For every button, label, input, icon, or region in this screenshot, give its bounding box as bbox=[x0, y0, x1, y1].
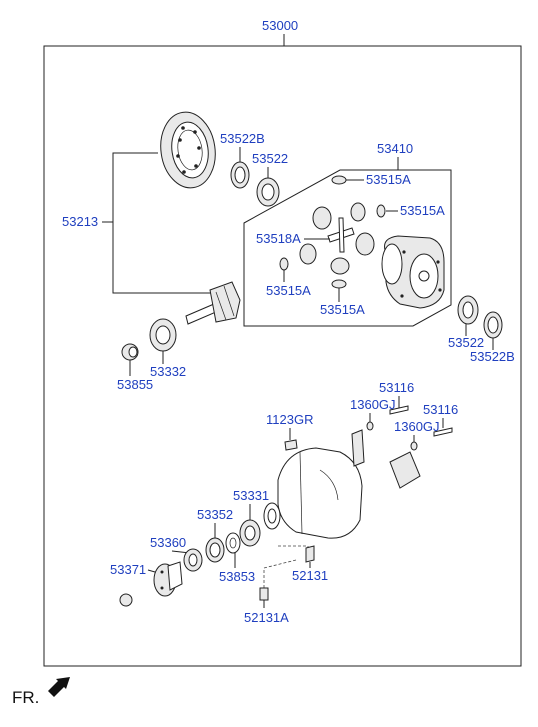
seal-53360 bbox=[183, 548, 203, 572]
washer-53515A-4 bbox=[331, 279, 347, 289]
bearing-53332 bbox=[149, 318, 177, 352]
seal-53331 bbox=[239, 519, 261, 547]
part-label-53116-1[interactable]: 53116 bbox=[379, 380, 414, 395]
part-label-53371[interactable]: 53371 bbox=[110, 562, 146, 577]
part-label-53522-bottom[interactable]: 53522 bbox=[448, 335, 484, 350]
part-label-53515A-2[interactable]: 53515A bbox=[400, 203, 445, 218]
part-label-53518A[interactable]: 53518A bbox=[256, 231, 301, 246]
assembly-frame bbox=[43, 45, 522, 667]
part-label-53522B-top[interactable]: 53522B bbox=[220, 131, 265, 146]
part-label-53515A-1[interactable]: 53515A bbox=[366, 172, 411, 187]
front-arrow-icon bbox=[48, 677, 70, 697]
bracket-53213 bbox=[112, 152, 215, 294]
bearing-cap-left bbox=[351, 429, 365, 467]
dashed-guide-52131A bbox=[263, 559, 297, 588]
drive-pinion bbox=[185, 281, 241, 325]
shim-53522B-top bbox=[230, 161, 250, 189]
part-label-53855[interactable]: 53855 bbox=[117, 377, 153, 392]
bearing-53522-top bbox=[256, 177, 280, 207]
ring-gear bbox=[160, 111, 216, 189]
part-label-53116-2[interactable]: 53116 bbox=[423, 402, 458, 417]
part-label-1123GR[interactable]: 1123GR bbox=[266, 412, 313, 427]
breather-52131 bbox=[305, 545, 315, 563]
part-label-53515A-3[interactable]: 53515A bbox=[266, 283, 311, 298]
spacer-53352 bbox=[205, 537, 225, 563]
washer-1360GJ-1 bbox=[366, 421, 374, 431]
spacer-53855 bbox=[121, 343, 139, 361]
washer-53853 bbox=[225, 532, 241, 554]
front-direction-label: FR. bbox=[12, 688, 39, 707]
bolt-53116-1 bbox=[389, 405, 409, 415]
bearing-53522-bottom bbox=[457, 295, 479, 325]
part-label-53360[interactable]: 53360 bbox=[150, 535, 186, 550]
breather-52131A bbox=[259, 587, 269, 601]
companion-flange-53371 bbox=[153, 561, 183, 597]
washer-53515A-3 bbox=[279, 257, 289, 271]
assembly-number-label[interactable]: 53000 bbox=[262, 18, 298, 33]
carrier-housing bbox=[263, 447, 363, 539]
part-label-52131[interactable]: 52131 bbox=[292, 568, 328, 583]
washer-53515A-2 bbox=[376, 204, 386, 218]
plug-1123GR bbox=[284, 439, 298, 451]
differential-box bbox=[243, 169, 452, 327]
flange-nut bbox=[119, 593, 133, 607]
shim-53522B-bottom bbox=[483, 311, 503, 339]
part-label-53515A-4[interactable]: 53515A bbox=[320, 302, 365, 317]
differential-case bbox=[381, 235, 445, 309]
part-label-1360GJ-1[interactable]: 1360GJ bbox=[350, 397, 396, 412]
part-label-53410[interactable]: 53410 bbox=[377, 141, 413, 156]
part-label-53352[interactable]: 53352 bbox=[197, 507, 233, 522]
part-label-53331[interactable]: 53331 bbox=[233, 488, 269, 503]
part-label-52131A[interactable]: 52131A bbox=[244, 610, 289, 625]
washer-53515A-1 bbox=[331, 175, 347, 185]
part-label-53853[interactable]: 53853 bbox=[219, 569, 255, 584]
part-label-1360GJ-2[interactable]: 1360GJ bbox=[394, 419, 440, 434]
bearing-cap-right bbox=[389, 451, 421, 489]
differential-gears bbox=[299, 202, 375, 275]
leader-53371 bbox=[147, 569, 156, 573]
bolt-53116-2 bbox=[433, 427, 453, 437]
part-label-53522B-bottom[interactable]: 53522B bbox=[470, 349, 515, 364]
part-label-53332[interactable]: 53332 bbox=[150, 364, 186, 379]
part-label-53213[interactable]: 53213 bbox=[62, 214, 98, 229]
dashed-guide-52131 bbox=[278, 545, 309, 556]
washer-1360GJ-2 bbox=[410, 441, 418, 451]
part-label-53522-top[interactable]: 53522 bbox=[252, 151, 288, 166]
